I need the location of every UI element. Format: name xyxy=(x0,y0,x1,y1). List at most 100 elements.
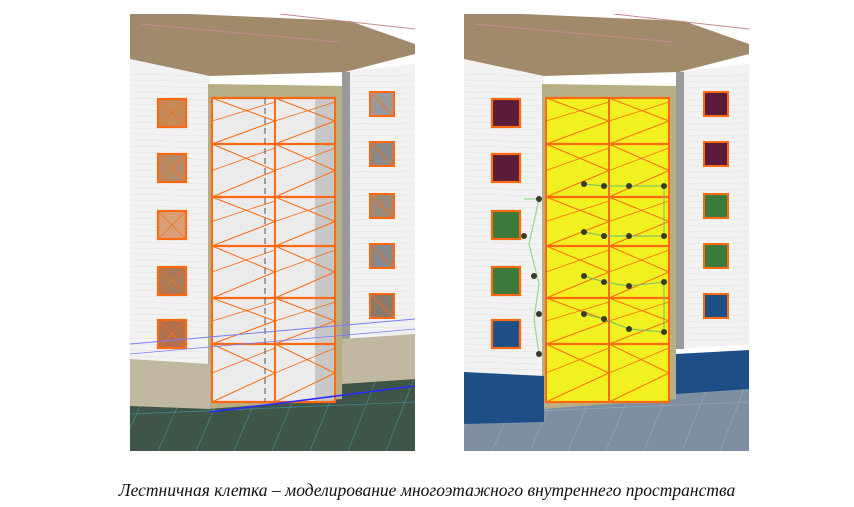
ground-grid-line xyxy=(130,401,415,415)
stair-node xyxy=(581,181,587,187)
stair-flight-line xyxy=(608,297,671,345)
brick-line xyxy=(675,128,749,131)
window-diagonal xyxy=(157,266,187,296)
stair-flight-line xyxy=(274,200,336,222)
stair-node xyxy=(531,273,537,279)
brick-line xyxy=(675,86,749,89)
brick-line xyxy=(341,278,415,281)
window-left-wing xyxy=(490,97,522,129)
stair-node xyxy=(601,279,607,285)
stair-flight-line xyxy=(274,245,337,299)
brick-line xyxy=(464,199,545,203)
stair-flight-line xyxy=(274,301,336,322)
window-diagonal xyxy=(369,293,395,319)
stair-flight-line xyxy=(545,301,610,322)
brick-line xyxy=(341,272,415,275)
window-diagonal xyxy=(369,243,395,269)
window-right-wing xyxy=(703,293,729,319)
brick-line xyxy=(464,253,545,257)
building-wireframe-illustration xyxy=(130,14,415,451)
brick-line xyxy=(675,176,749,179)
stair-flight-line xyxy=(608,343,671,403)
ground-grid-line xyxy=(347,374,379,451)
brick-line xyxy=(675,332,749,335)
brick-line xyxy=(341,332,415,335)
stair-flight-line xyxy=(608,245,671,299)
roof-edge-line xyxy=(139,23,341,43)
base-strip-left xyxy=(130,359,210,409)
brick-line xyxy=(130,145,211,149)
base-strip-left xyxy=(464,372,544,424)
stair-flight-line xyxy=(608,101,670,122)
stair-flight-line xyxy=(545,101,610,122)
brick-line xyxy=(130,247,211,251)
stair-flight-line xyxy=(608,301,670,322)
brick-line xyxy=(341,86,415,89)
figure-shaded xyxy=(464,14,749,451)
stair-flight-line xyxy=(608,147,670,171)
brick-line xyxy=(130,259,211,263)
brick-line xyxy=(464,73,545,77)
brick-line xyxy=(341,170,415,173)
window-diagonal xyxy=(369,91,395,117)
stair-node xyxy=(536,351,542,357)
brick-line xyxy=(675,278,749,281)
brick-line xyxy=(464,133,545,137)
brick-line xyxy=(341,80,415,83)
brick-line xyxy=(341,134,415,137)
stair-flight-line xyxy=(211,101,276,122)
brick-line xyxy=(341,224,415,227)
brick-line xyxy=(675,116,749,119)
stair-node xyxy=(536,196,542,202)
brick-line xyxy=(675,326,749,329)
window-diagonal xyxy=(157,98,187,128)
stair-node xyxy=(661,233,667,239)
stair-node xyxy=(581,311,587,317)
construction-line xyxy=(209,385,415,413)
brick-line xyxy=(130,91,211,95)
brick-line xyxy=(130,79,211,83)
brick-line xyxy=(130,127,211,131)
brick-line xyxy=(341,176,415,179)
roof-edge-line xyxy=(613,14,749,30)
brick-line xyxy=(464,187,545,191)
brick-line xyxy=(130,301,211,305)
stair-flight-line xyxy=(274,97,337,145)
window-diagonal xyxy=(157,153,187,183)
stair-node xyxy=(626,183,632,189)
brick-line xyxy=(341,188,415,191)
stair-node xyxy=(581,229,587,235)
brick-line xyxy=(130,205,211,209)
brick-line xyxy=(130,193,211,197)
brick-line xyxy=(464,193,545,197)
stair-node xyxy=(536,311,542,317)
brick-line xyxy=(675,122,749,125)
brick-line xyxy=(341,290,415,293)
brick-line xyxy=(341,116,415,119)
stair-flight-line xyxy=(545,147,610,171)
brick-line xyxy=(675,290,749,293)
brick-line xyxy=(675,170,749,173)
stair-flight-line xyxy=(274,101,336,122)
roof-edge-line xyxy=(279,14,415,30)
brick-line xyxy=(130,253,211,257)
brick-line xyxy=(464,295,545,299)
brick-line xyxy=(341,218,415,221)
base-strip-right xyxy=(342,334,415,384)
stair-flight-line xyxy=(608,200,670,222)
window-diagonal xyxy=(369,193,395,219)
construction-line xyxy=(130,328,415,355)
wall-pilaster xyxy=(342,72,350,349)
window-left-wing xyxy=(490,265,522,297)
brick-line xyxy=(130,355,211,359)
brick-line xyxy=(464,349,545,353)
brick-line xyxy=(464,205,545,209)
stair-flight-line xyxy=(274,196,337,247)
brick-line xyxy=(464,259,545,263)
brick-line xyxy=(675,320,749,323)
window-right-wing xyxy=(703,193,729,219)
brick-line xyxy=(341,236,415,239)
brick-line xyxy=(464,145,545,149)
window-right-wing xyxy=(703,141,729,167)
brick-line xyxy=(130,85,211,89)
